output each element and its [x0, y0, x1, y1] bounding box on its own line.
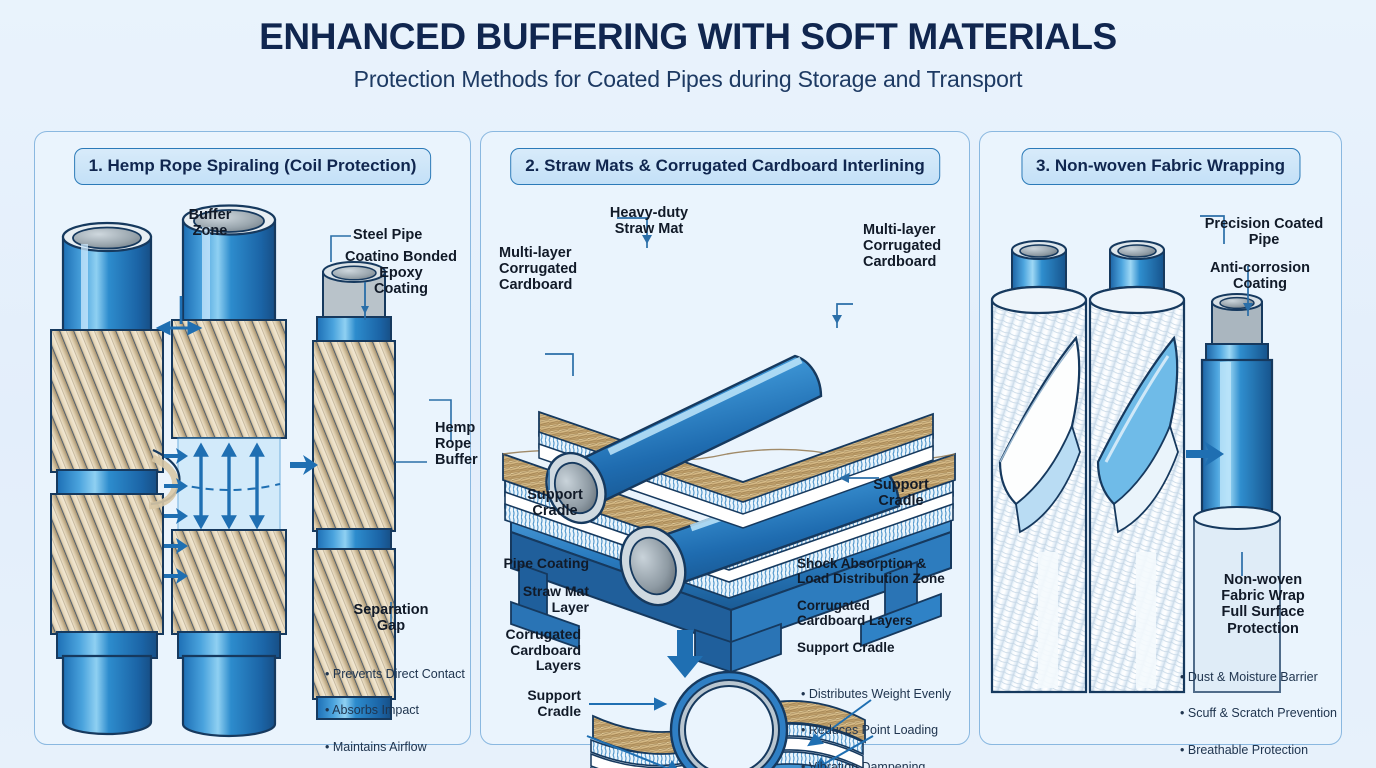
- fabric-wrapped-pipe-left: [990, 240, 1088, 694]
- heavy-duty-straw-mat-label: Heavy-duty Straw Mat: [609, 205, 689, 238]
- bullet-text: Reduces Point Loading: [808, 723, 939, 738]
- bullet-item: • Vibration Dampening: [801, 758, 971, 768]
- precision-coated-pipe-detail: [1193, 293, 1281, 693]
- bullet-text: Maintains Airflow: [332, 739, 427, 754]
- panel-hemp-rope-spiraling[interactable]: 1. Hemp Rope Spiraling (Coil Protection): [34, 131, 478, 754]
- cross-section-diagram: [590, 670, 866, 768]
- support-cradle-section-label: Support Cradle: [527, 687, 581, 719]
- shock-absorption-label: Shock Absorption & Load Distribution Zon…: [797, 556, 945, 587]
- isometric-pipe-stack: [502, 354, 956, 674]
- corrugated-cardboard-layers-left-label: Corrugated Cardboard Layers: [505, 626, 581, 674]
- top-leaders: [545, 217, 879, 490]
- bullet-text: Distributes Weight Evenly: [808, 687, 952, 702]
- bullet-text: Breathable Protection: [1187, 742, 1309, 757]
- header: ENHANCED BUFFERING WITH SOFT MATERIALS P…: [0, 16, 1376, 93]
- anti-corrosion-coating-label: Anti-corrosion Coating: [1210, 260, 1310, 293]
- panel-2-illustration: [502, 217, 956, 768]
- bullet-item: • Distributes Weight Evenly: [801, 687, 952, 702]
- bullet-item: • Breathable Protection: [1180, 742, 1309, 757]
- bullet-item: • Prevents Direct Contact: [325, 667, 465, 682]
- bullet-text: Absorbs Impact: [332, 703, 420, 718]
- flow-arrows: [164, 448, 318, 584]
- bullet-item: • Scuff & Scratch Prevention: [1180, 706, 1338, 721]
- bullet-item: • Absorbs Impact: [325, 703, 420, 718]
- left-wrapped-pipe: [50, 221, 164, 736]
- right-wrapped-pipe-detail: [312, 261, 396, 720]
- precision-coated-pipe-label: Precision Coated Pipe: [1204, 216, 1324, 249]
- pipe-back: [545, 354, 823, 525]
- panel-3-leaders: [1200, 215, 1253, 576]
- support-cradle-right-label: Support Cradle: [873, 477, 929, 510]
- fabric-wrapped-pipe-right: [1088, 240, 1186, 694]
- pipe-coating-label: Pipe Coating: [503, 555, 589, 571]
- panel-3-bullets: • Dust & Moisture Barrier • Scuff & Scra…: [1180, 650, 1342, 768]
- panel-1-illustration: [50, 204, 452, 738]
- page-title: ENHANCED BUFFERING WITH SOFT MATERIALS: [259, 16, 1117, 57]
- panel-2-bullets: • Distributes Weight Evenly • Reduces Po…: [801, 667, 971, 768]
- bullet-item: • Maintains Airflow: [325, 739, 427, 754]
- bullet-text: Vibration Dampening: [808, 759, 926, 768]
- bullet-item: • Dust & Moisture Barrier: [1180, 670, 1318, 685]
- buffer-zone-label: Buffer Zone: [188, 207, 232, 240]
- middle-wrapped-pipe: [148, 204, 287, 738]
- non-woven-fabric-wrap-label: Non-woven Fabric Wrap Full Surface Prote…: [1221, 572, 1305, 637]
- hemp-rope-buffer-label: Hemp Rope Buffer: [435, 420, 478, 469]
- transfer-arrow: [1186, 441, 1224, 467]
- support-cradle-left-label: Support Cradle: [527, 487, 583, 520]
- panel-2-heading: 2. Straw Mats & Corrugated Cardboard Int…: [510, 148, 940, 185]
- multi-layer-cardboard-left-label: Multi-layer Corrugated Cardboard: [499, 245, 578, 294]
- section-leaders: [586, 697, 874, 768]
- straw-mat-layer-label: Straw Mat Layer: [522, 583, 589, 615]
- panel-3-illustration: [990, 215, 1281, 694]
- corrugated-cardboard-layers-right-label: Corrugated Cardboard Layers: [797, 598, 913, 629]
- bullet-item: • Reduces Point Loading: [801, 723, 939, 738]
- multi-layer-cardboard-right-label: Multi-layer Corrugated Cardboard: [863, 222, 942, 271]
- bullet-text: Scuff & Scratch Prevention: [1187, 706, 1338, 721]
- panel-straw-mats-cardboard[interactable]: 2. Straw Mats & Corrugated Cardboard Int…: [480, 131, 970, 768]
- support-cradle-callout-label: Support Cradle: [797, 640, 895, 655]
- bullet-text: Prevents Direct Contact: [332, 667, 465, 682]
- panel-1-bullets: • Prevents Direct Contact • Absorbs Impa…: [325, 647, 475, 768]
- panel-nonwoven-fabric-wrapping[interactable]: 3. Non-woven Fabric Wrapping: [979, 131, 1342, 757]
- section-flow-arrow: [667, 630, 703, 678]
- separation-gap-label: Separation Gap: [353, 602, 429, 635]
- panel-3-heading: 3. Non-woven Fabric Wrapping: [1020, 148, 1301, 185]
- page-subtitle: Protection Methods for Coated Pipes duri…: [353, 65, 1023, 92]
- steel-pipe-label: Steel Pipe: [353, 227, 423, 243]
- bullet-text: Dust & Moisture Barrier: [1187, 670, 1318, 685]
- leader-lines: [330, 235, 452, 630]
- panel-1-heading: 1. Hemp Rope Spiraling (Coil Protection): [73, 148, 432, 185]
- buffer-zone-arrow: [155, 296, 203, 336]
- epoxy-coating-label: Coatino Bonded Epoxy Coating: [345, 249, 457, 298]
